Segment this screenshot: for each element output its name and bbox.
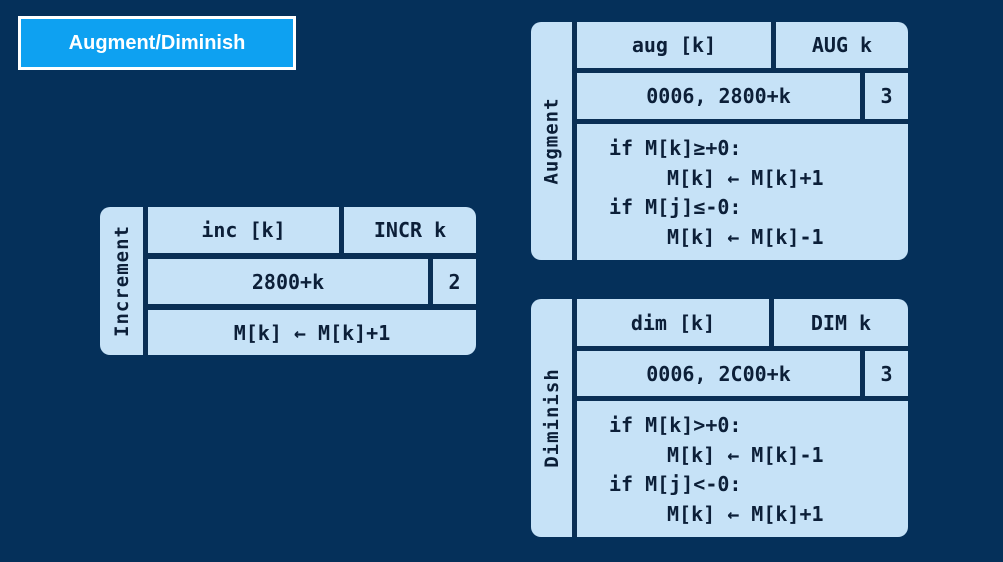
diminish-card: Diminish dim [k] DIM k 0006, 2C00+k 3 if… — [531, 299, 908, 537]
code-line: M[k] ← M[k]+1 — [667, 165, 824, 190]
diminish-mnemonic: dim [k] — [577, 299, 769, 346]
code-line: if M[j]≤-0: — [609, 195, 742, 219]
diminish-cycles: 3 — [865, 351, 908, 396]
increment-cycles: 2 — [433, 259, 476, 304]
augment-card: Augment aug [k] AUG k 0006, 2800+k 3 if … — [531, 22, 908, 260]
increment-assembly: INCR k — [344, 207, 476, 253]
page-title: Augment/Diminish — [18, 16, 296, 70]
augment-mnemonic: aug [k] — [577, 22, 771, 68]
code-line: if M[j]<-0: — [609, 472, 742, 496]
code-line: M[k] ← M[k]-1 — [667, 224, 824, 249]
augment-cycles: 3 — [865, 73, 908, 119]
augment-side-label: Augment — [531, 22, 572, 260]
diminish-side-label: Diminish — [531, 299, 572, 537]
code-line: if M[k]≥+0: — [609, 136, 742, 160]
augment-assembly: AUG k — [776, 22, 908, 68]
code-line: if M[k]>+0: — [609, 413, 742, 437]
augment-encoding: 0006, 2800+k — [577, 73, 860, 119]
increment-encoding: 2800+k — [148, 259, 428, 304]
increment-mnemonic: inc [k] — [148, 207, 339, 253]
code-line: M[k] ← M[k]+1 — [667, 501, 824, 526]
increment-card: Increment inc [k] INCR k 2800+k 2 M[k] ←… — [100, 207, 476, 355]
code-line: M[k] ← M[k]-1 — [667, 442, 824, 467]
increment-side-label: Increment — [100, 207, 143, 355]
diminish-code-block: if M[k]>+0: M[k] ← M[k]-1 if M[j]<-0: M[… — [577, 401, 908, 537]
diminish-assembly: DIM k — [774, 299, 908, 346]
augment-code-block: if M[k]≥+0: M[k] ← M[k]+1 if M[j]≤-0: M[… — [577, 124, 908, 260]
diminish-encoding: 0006, 2C00+k — [577, 351, 860, 396]
increment-operation: M[k] ← M[k]+1 — [148, 310, 476, 355]
